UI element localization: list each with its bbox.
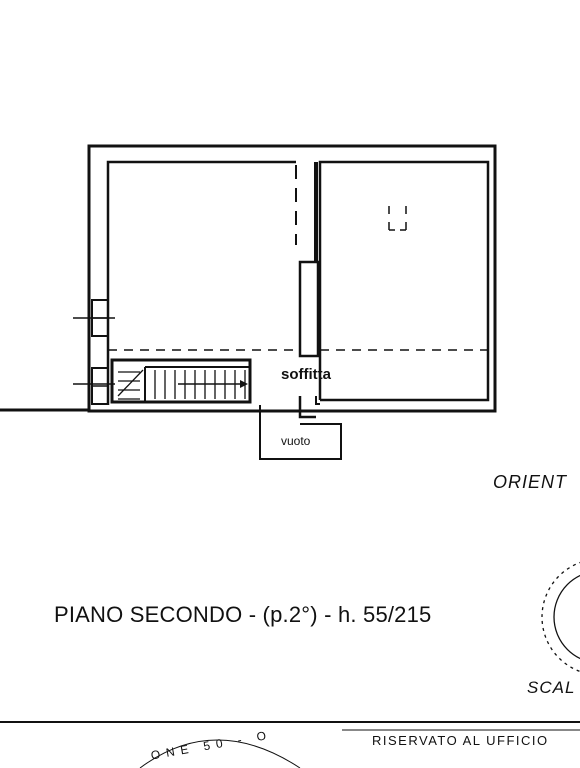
stair-arrowhead bbox=[240, 380, 248, 388]
compass-rose-icon bbox=[541, 561, 580, 673]
orientation-label: ORIENT bbox=[493, 472, 568, 492]
room-label-soffitta: soffitta bbox=[281, 366, 331, 383]
stair-outline bbox=[110, 358, 252, 404]
vuoto-box bbox=[259, 405, 342, 460]
outer-wall bbox=[87, 144, 497, 413]
skylight-symbol bbox=[388, 206, 407, 231]
plan-title: PIANO SECONDO - (p.2°) - h. 55/215 bbox=[54, 602, 432, 627]
room-label-vuoto: vuoto bbox=[281, 434, 311, 448]
door-notch bbox=[298, 396, 316, 419]
left-room-wall bbox=[106, 160, 296, 405]
stamp-arc bbox=[139, 739, 301, 768]
door-notch-right bbox=[315, 396, 320, 405]
scale-label: SCAL bbox=[527, 678, 576, 697]
right-room-wall bbox=[318, 160, 490, 402]
partition-pillar bbox=[298, 260, 320, 358]
reserved-label: RISERVATO AL UFFICIO bbox=[372, 733, 549, 748]
